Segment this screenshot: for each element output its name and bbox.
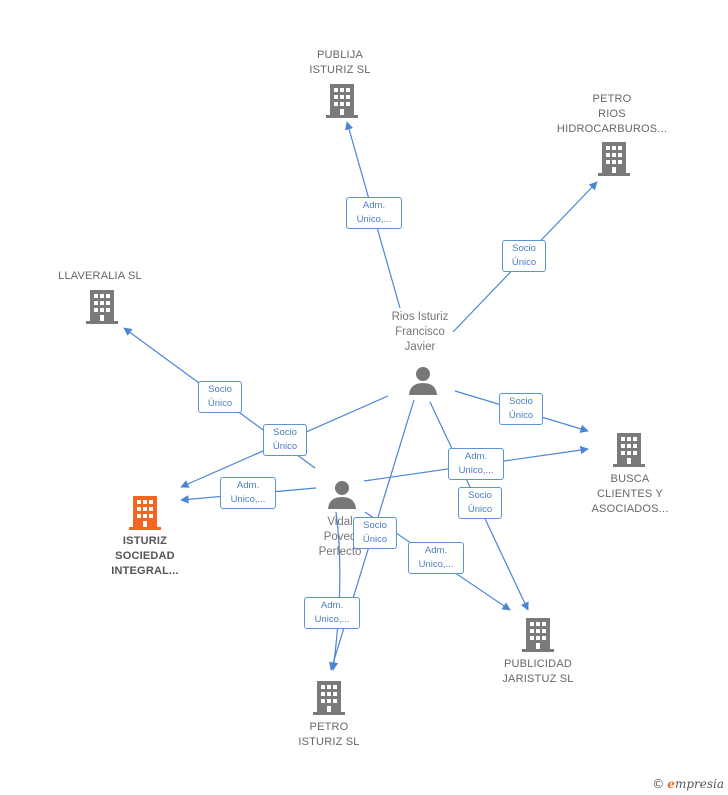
node-label-vidal-person[interactable]: Vidal Poved Perfecto — [318, 516, 362, 558]
edge-label: Adm. Unico,... — [220, 477, 276, 509]
building-icon-main — [129, 496, 161, 530]
edge-label: Adm. Unico,... — [304, 597, 360, 629]
node-label-petro-rios[interactable]: PETRO RIOS HIDROCARBUROS... — [556, 93, 668, 135]
building-icon — [313, 681, 345, 715]
node-label-publija[interactable]: PUBLIJA ISTURIZ SL — [309, 49, 371, 76]
edge-label: Socio Único — [502, 240, 546, 272]
building-icon — [613, 433, 645, 467]
node-label-publicidad[interactable]: PUBLICIDAD JARISTUZ SL — [502, 658, 574, 685]
node-label-llaveralia[interactable]: LLAVERALIA SL — [58, 270, 142, 282]
building-icon — [598, 142, 630, 176]
copyright-symbol: © — [652, 777, 665, 791]
edge-label: Socio Único — [499, 393, 543, 425]
edge-label: Socio Único — [198, 381, 242, 413]
building-icon — [522, 618, 554, 652]
edge-label: Adm. Unico,... — [346, 197, 402, 229]
edge-label: Socio Único — [458, 487, 502, 519]
brand-initial: e — [667, 777, 675, 791]
node-label-petro-isturiz[interactable]: PETRO ISTURIZ SL — [298, 721, 360, 748]
node-label-busca[interactable]: BUSCA CLIENTES Y ASOCIADOS... — [591, 473, 669, 515]
edge-label: Adm. Unico,... — [448, 448, 504, 480]
node-label-isturiz[interactable]: ISTURIZ SOCIEDAD INTEGRAL... — [111, 535, 179, 577]
edge-label: Socio Único — [263, 424, 307, 456]
edge-label: Adm. Unico,... — [408, 542, 464, 574]
brand-name: mpresia — [674, 777, 724, 791]
node-label-rios-person[interactable]: Rios Isturiz Francisco Javier — [391, 311, 449, 353]
building-icon — [326, 84, 358, 118]
brand-logo[interactable]: ©empresia — [652, 777, 724, 791]
person-icon — [409, 367, 437, 395]
edge-label: Socio Único — [353, 517, 397, 549]
edge-vidal-petro-isturiz — [329, 511, 341, 671]
person-icon — [328, 481, 356, 509]
building-icon — [86, 290, 118, 324]
